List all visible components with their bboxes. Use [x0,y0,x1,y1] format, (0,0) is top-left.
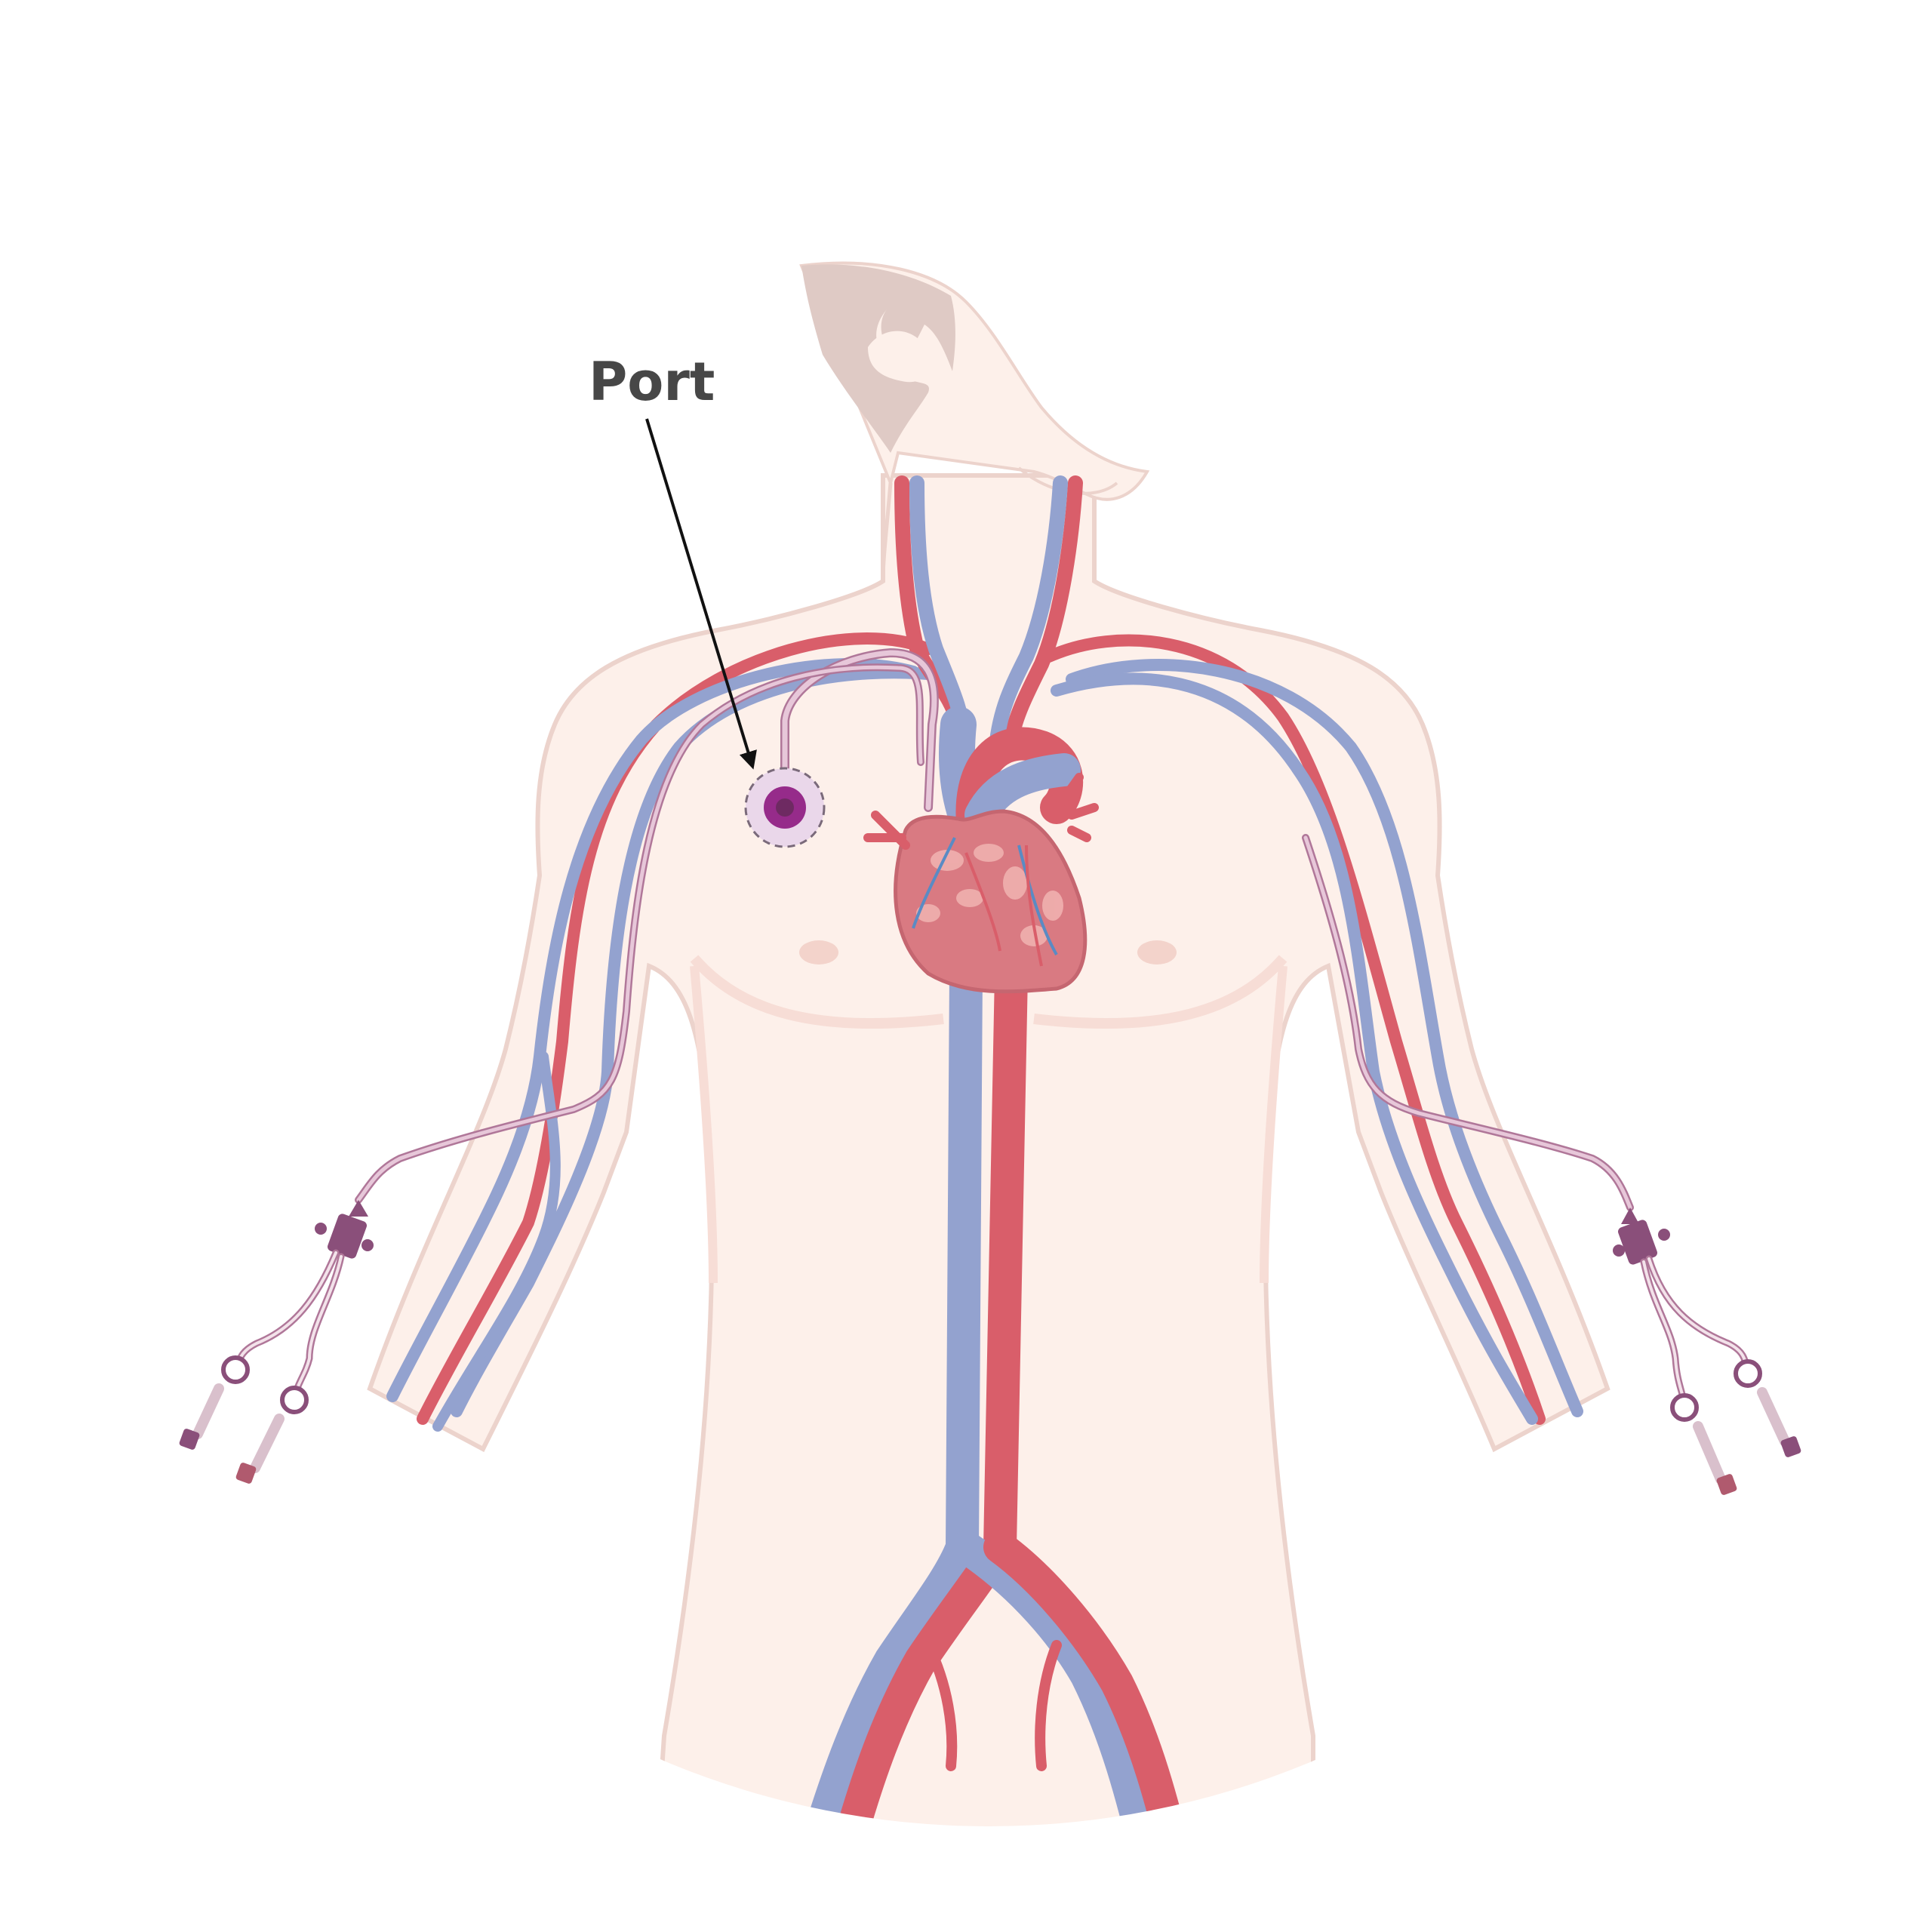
chest-line-left [690,955,944,1029]
port-callout: Port [589,351,757,770]
body-silhouette [367,473,1611,1826]
arm-crease-right [1260,965,1287,1284]
picc-left-inner [356,665,923,1202]
right-arm-artery [1043,634,1546,1425]
catheter-hub-icon [179,1200,374,1484]
left-internal-iliac [923,1640,958,1771]
left-arm-vein-outer [386,658,919,1402]
blood-vessels [386,475,1583,1826]
coronary-vessels [912,837,1058,967]
port-septum [776,798,794,817]
clamp-left-1 [179,1355,250,1450]
nipple-left [799,940,838,964]
right-arm-vein-outer [1066,659,1583,1417]
port-catheter [780,648,939,812]
clamp-left-2 [235,1386,309,1484]
right-jugular [989,475,1068,755]
clamp-right-2 [1670,1393,1737,1495]
hub-body-left [328,1214,367,1259]
right-arm-vein-inner [1051,672,1538,1425]
hub-body-right [1618,1220,1657,1265]
head [799,261,1150,582]
catheter-hub-icon-right [1613,1208,1801,1495]
ear [868,331,931,383]
picc-line-left [355,663,924,1204]
arm-crease-left [690,965,718,1284]
implanted-port-icon [744,767,826,848]
torso [367,473,1611,1826]
port-catheter-inner [782,650,937,811]
clamp-right-1 [1734,1359,1801,1457]
heart-icon [863,773,1099,994]
right-iliac-vein [949,1531,1164,1826]
right-internal-iliac [1035,1640,1062,1771]
neck-left-line [881,482,893,582]
picc-line-right [1302,834,1634,1211]
picc-right-inner [1303,835,1632,1210]
pulmonary-trunk [964,753,1081,832]
right-iliac-artery [983,1531,1194,1826]
nipple-right [1137,940,1177,964]
port-arrow [645,418,757,770]
chest-line-right [1033,955,1287,1029]
port-label: Port [589,351,715,413]
heart-branch-vessels [863,773,1099,850]
left-arm-artery [417,632,934,1425]
right-carotid [1004,475,1083,747]
heart-highlights [916,844,1063,946]
inferior-vena-cava [798,957,983,1826]
